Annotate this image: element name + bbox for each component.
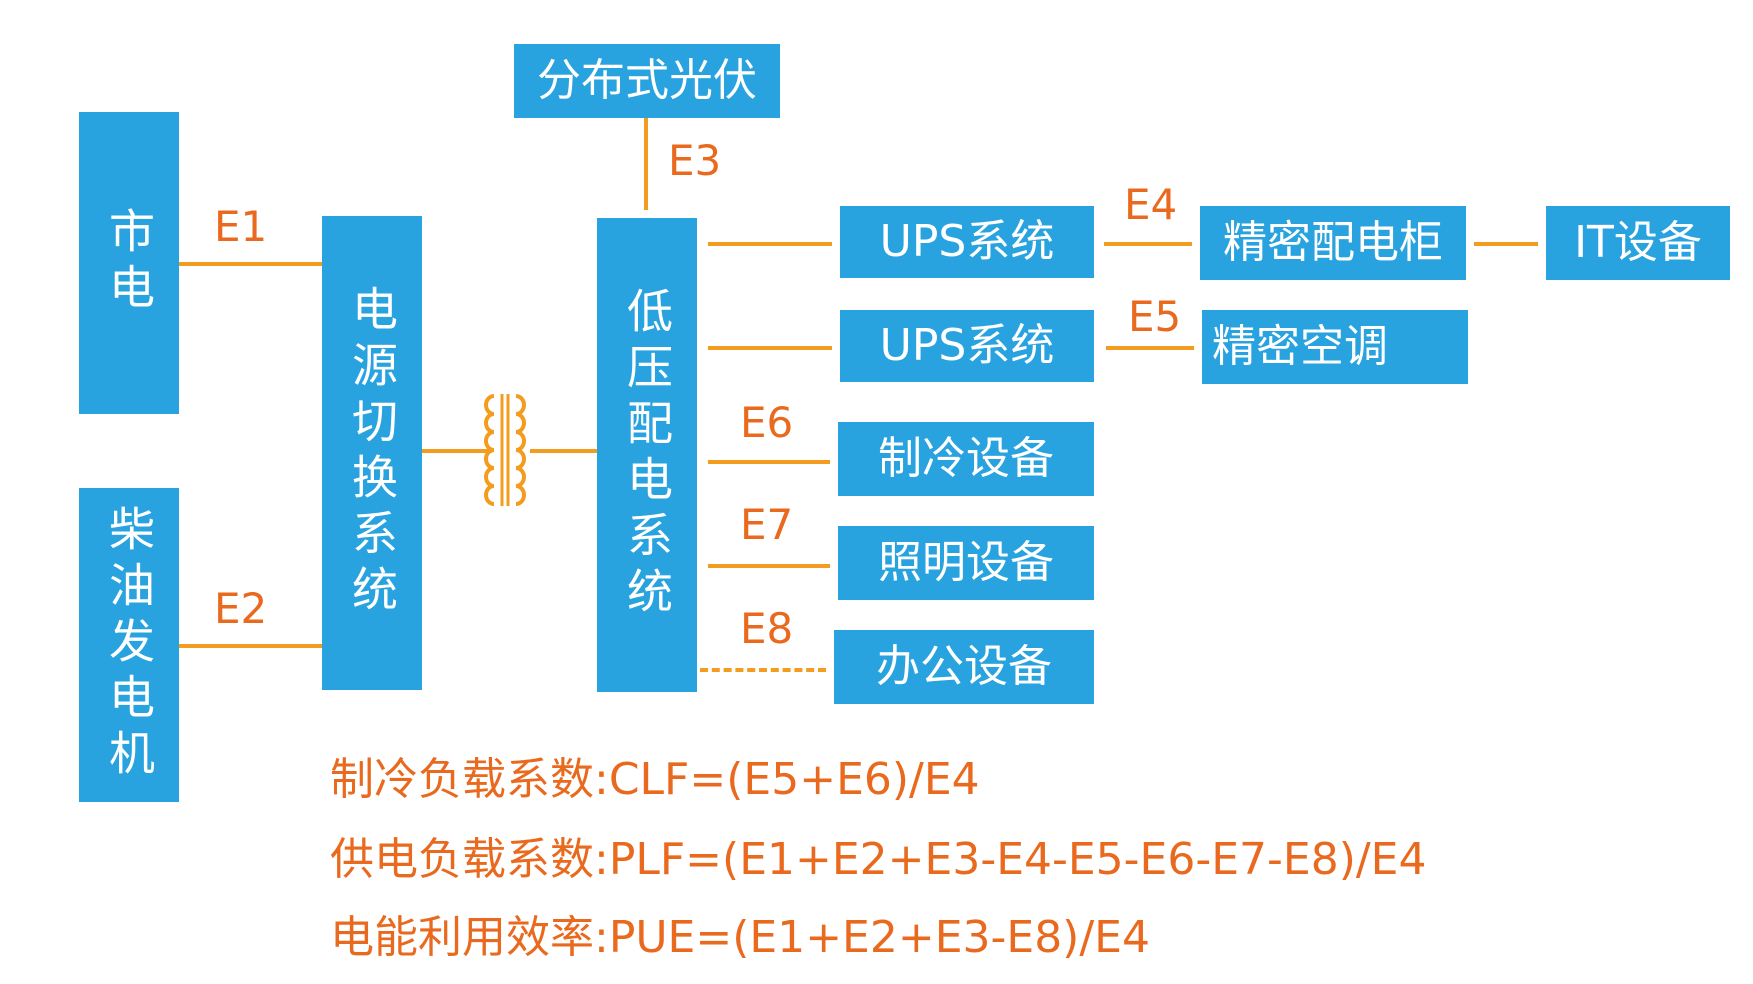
line-lv-to-ups1 [708, 242, 832, 246]
energy-label-e8: E8 [740, 604, 794, 653]
cooling-equipment-label: 制冷设备 [878, 433, 1054, 484]
formula-pue: 电能利用效率:PUE=(E1+E2+E3-E8)/E4 [330, 912, 1150, 963]
energy-label-e7: E7 [740, 500, 794, 549]
it-equipment-label: IT设备 [1574, 217, 1702, 268]
lighting-equipment-label: 照明设备 [878, 537, 1054, 588]
line-diesel-to-switch [179, 644, 322, 648]
lighting-equipment-box: 照明设备 [838, 526, 1094, 600]
line-pv-to-lv [644, 118, 648, 210]
ups-system-2-box: UPS系统 [840, 310, 1094, 382]
line-lv-to-lighting [708, 564, 830, 568]
formula-plf: 供电负载系数:PLF=(E1+E2+E3-E4-E5-E6-E7-E8)/E4 [330, 834, 1427, 885]
diesel-generator-box: 柴油发电机 [79, 488, 179, 802]
precision-ac-box: 精密空调 [1202, 310, 1468, 384]
formula-clf: 制冷负载系数:CLF=(E5+E6)/E4 [330, 754, 980, 805]
grid-power-label: 市电 [102, 207, 156, 319]
energy-label-e2: E2 [214, 584, 268, 633]
ups-system-1-label: UPS系统 [879, 216, 1055, 267]
ups-system-2-label: UPS系统 [879, 320, 1055, 371]
energy-label-e5: E5 [1128, 292, 1182, 341]
low-voltage-distribution-box: 低压配电系统 [597, 218, 697, 692]
grid-power-box: 市电 [79, 112, 179, 414]
line-grid-to-switch [179, 262, 322, 266]
office-equipment-label: 办公设备 [876, 641, 1052, 692]
low-voltage-distribution-label: 低压配电系统 [620, 287, 674, 623]
transformer-icon [484, 394, 526, 506]
line-transformer-to-lv [530, 449, 597, 453]
precision-pdu-label: 精密配电柜 [1223, 217, 1443, 268]
diesel-generator-label: 柴油发电机 [102, 505, 156, 785]
line-switch-to-transformer [422, 449, 492, 453]
precision-ac-label: 精密空调 [1212, 321, 1388, 372]
line-ups1-to-pdu [1104, 242, 1192, 246]
energy-label-e1: E1 [214, 202, 268, 251]
power-switch-system-label: 电源切换系统 [345, 285, 399, 621]
line-lv-to-cooling [708, 460, 830, 464]
energy-label-e3: E3 [668, 136, 722, 185]
line-pdu-to-it [1474, 242, 1538, 246]
solar-pv-label: 分布式光伏 [537, 55, 757, 106]
line-lv-to-office-dashed [700, 668, 826, 672]
ups-system-1-box: UPS系统 [840, 206, 1094, 278]
energy-label-e6: E6 [740, 398, 794, 447]
cooling-equipment-box: 制冷设备 [838, 422, 1094, 496]
power-switch-system-box: 电源切换系统 [322, 216, 422, 690]
precision-pdu-box: 精密配电柜 [1200, 206, 1466, 280]
solar-pv-box: 分布式光伏 [514, 44, 780, 118]
line-lv-to-ups2 [708, 346, 832, 350]
office-equipment-box: 办公设备 [834, 630, 1094, 704]
line-ups2-to-ac [1106, 346, 1194, 350]
energy-label-e4: E4 [1124, 180, 1178, 229]
it-equipment-box: IT设备 [1546, 206, 1730, 280]
